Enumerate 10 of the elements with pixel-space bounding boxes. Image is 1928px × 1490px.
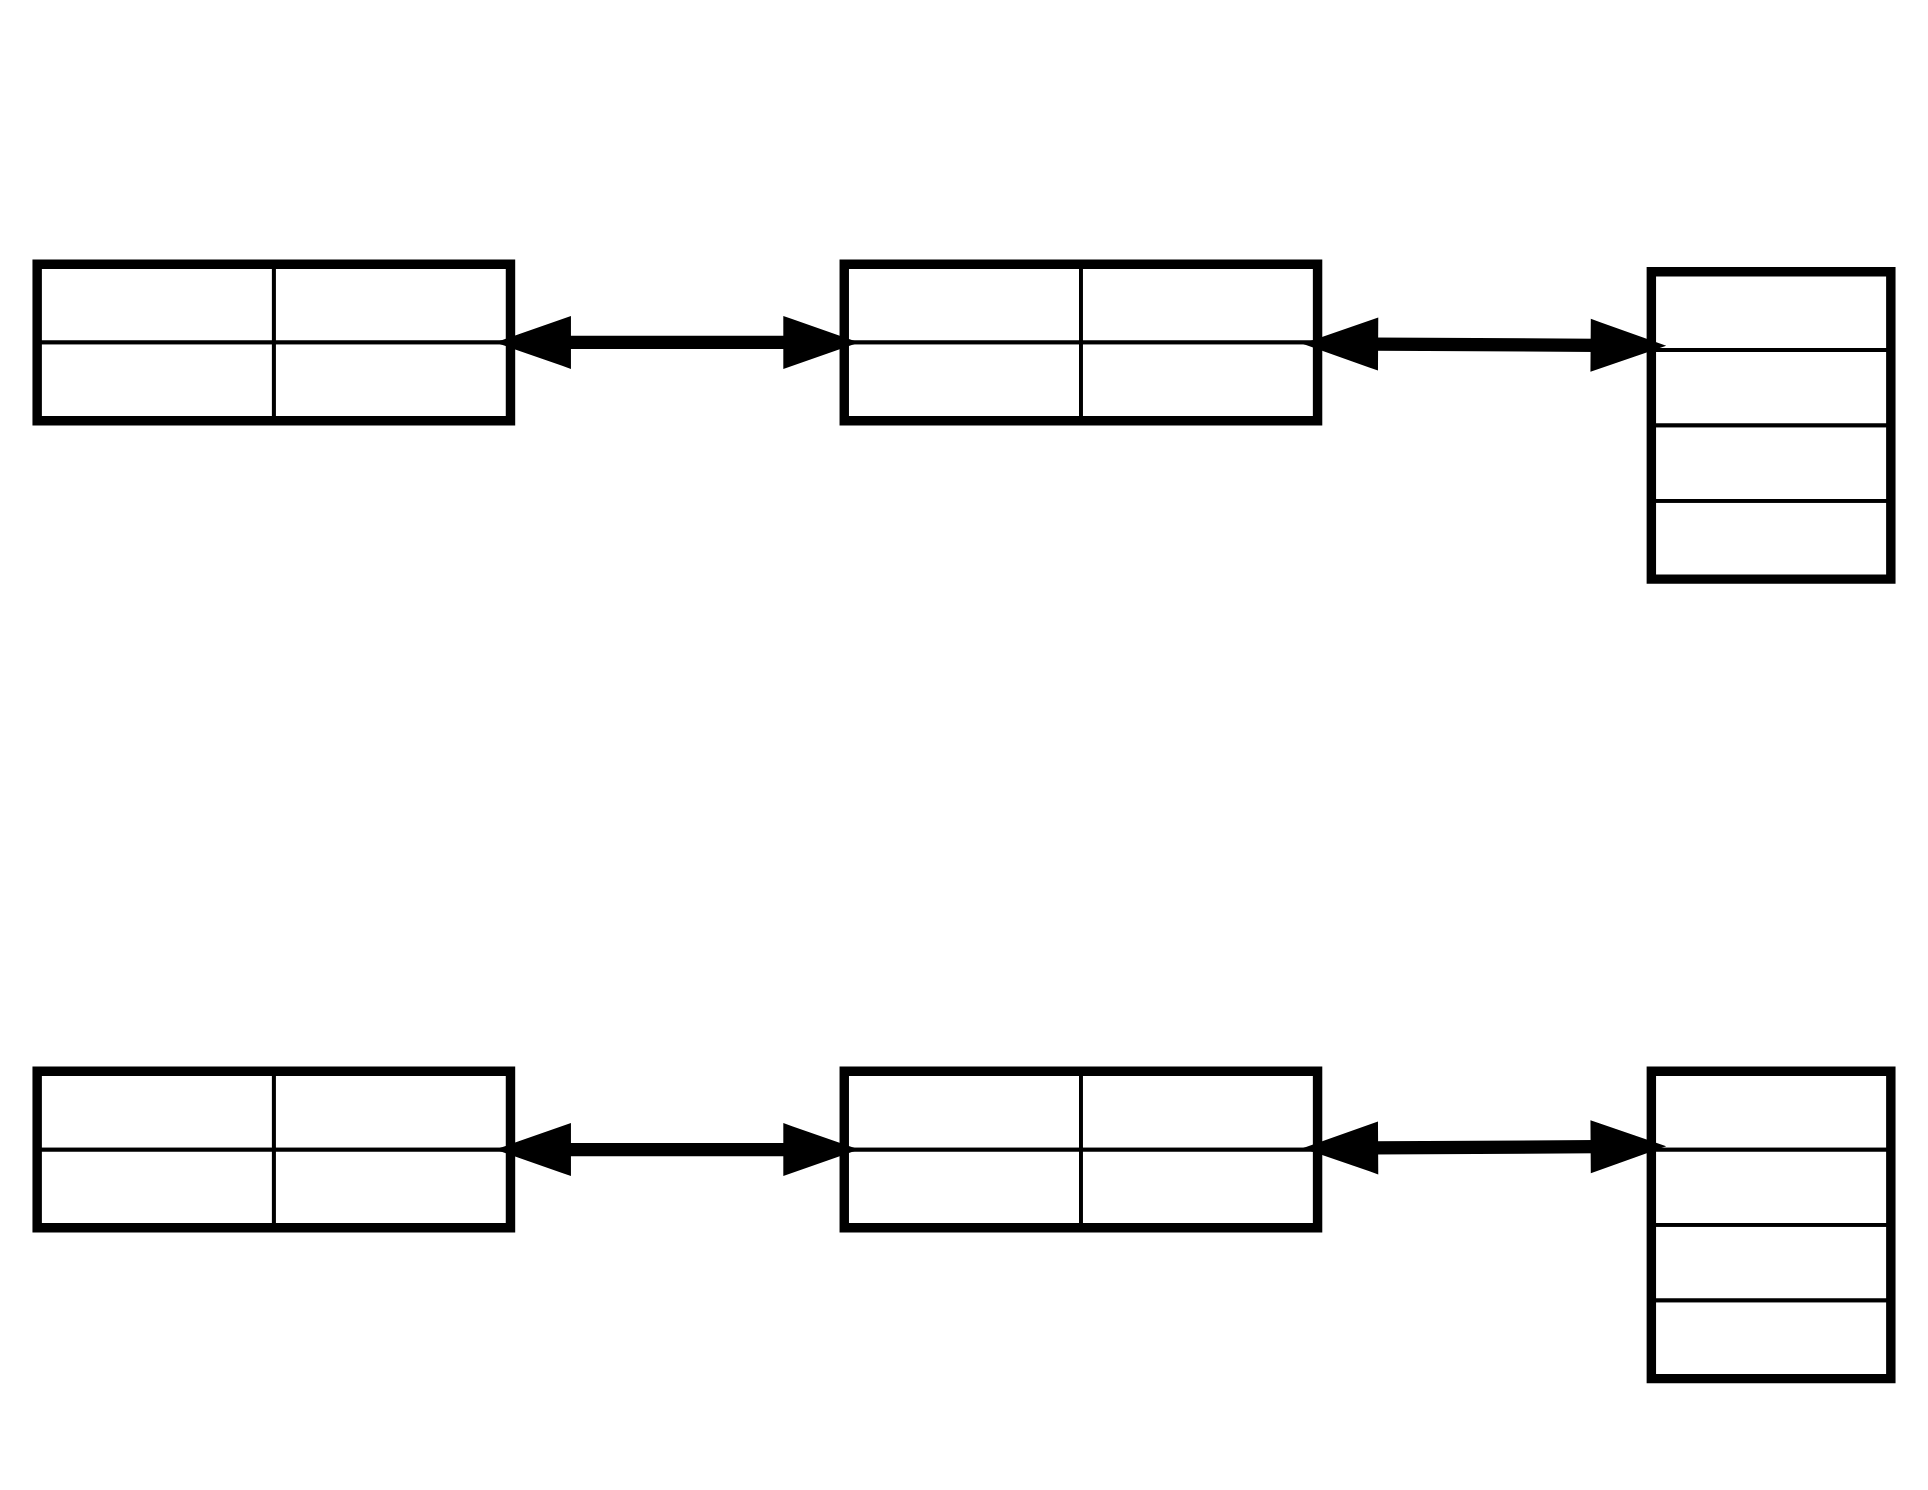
node-table xyxy=(839,1065,1323,1232)
node-table xyxy=(839,258,1323,425)
arrow xyxy=(1302,1119,1667,1174)
node-table xyxy=(1646,266,1896,583)
node-table xyxy=(32,258,516,425)
arrow xyxy=(495,1122,859,1175)
arrow xyxy=(1302,316,1667,371)
arrow xyxy=(495,315,859,368)
node-table xyxy=(1646,1065,1896,1383)
node-table xyxy=(32,1065,516,1232)
